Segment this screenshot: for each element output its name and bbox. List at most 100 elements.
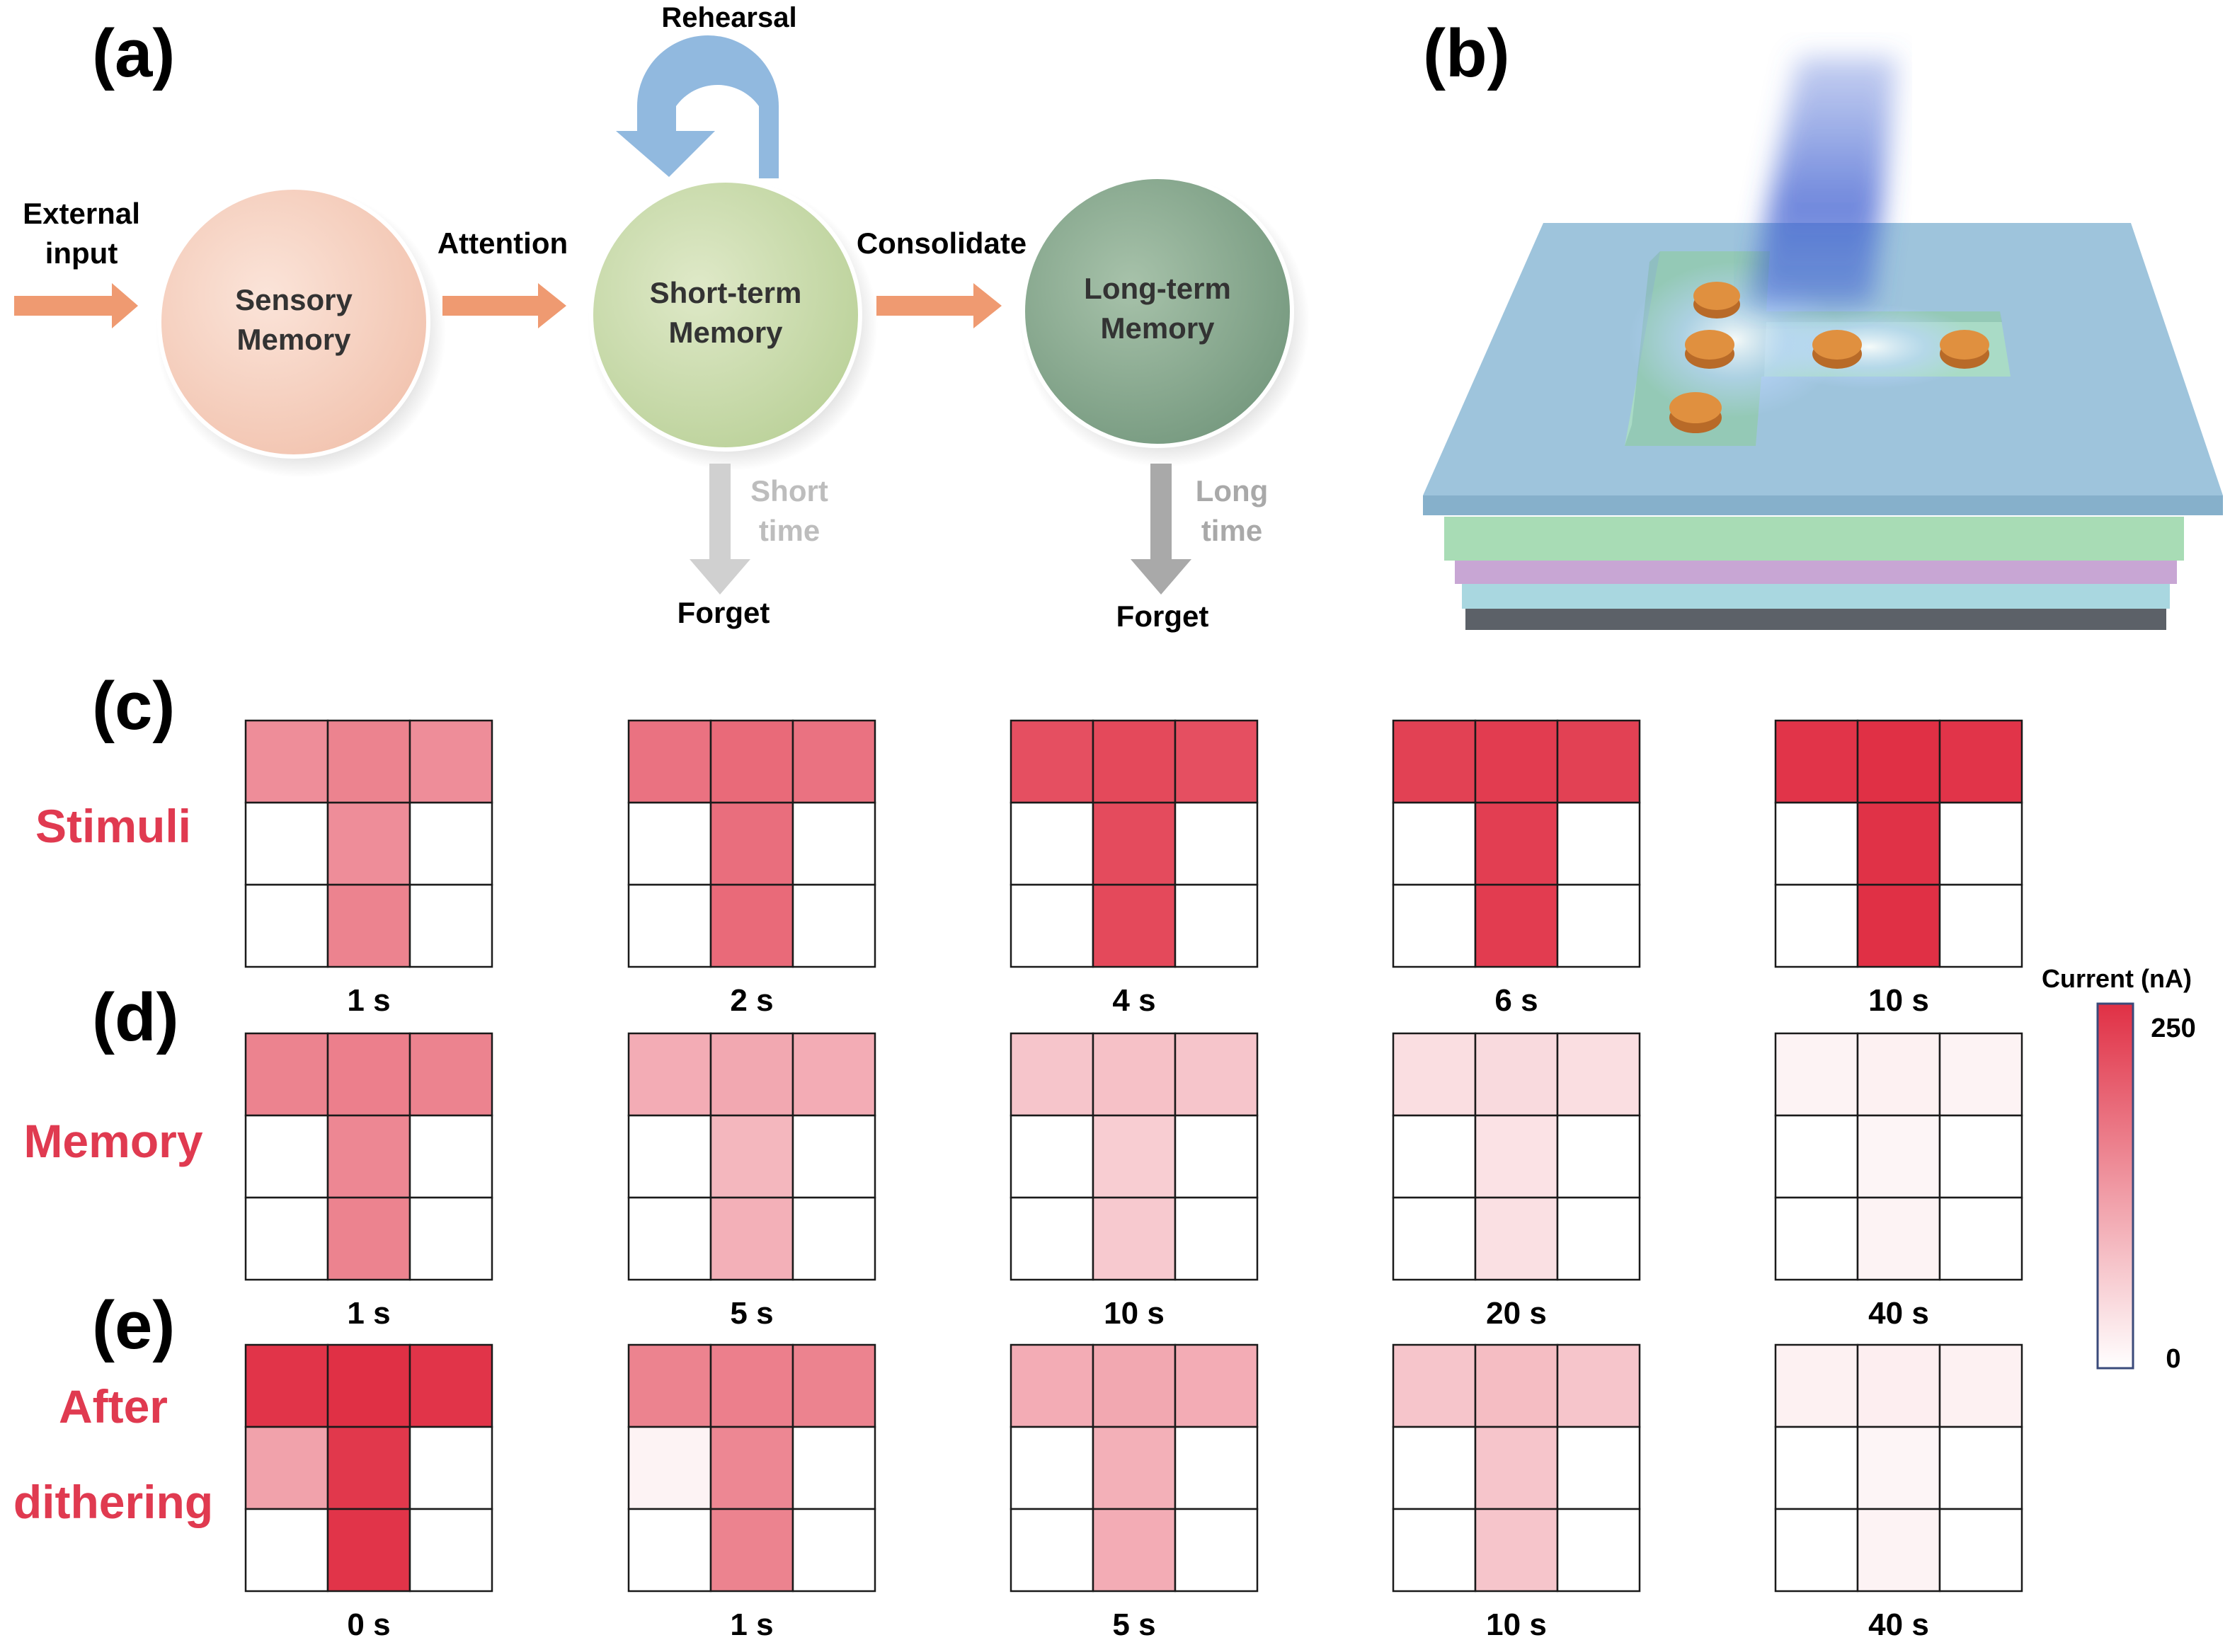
time-label: 0 s — [347, 1607, 390, 1642]
pixel-grid-r0-c0: 1 s — [244, 719, 493, 1018]
pixel-cell — [1092, 1343, 1177, 1428]
pixel-grid-r2-c1: 1 s — [627, 1343, 876, 1642]
pixel-cell — [1938, 719, 2023, 804]
top-layer-edge — [1423, 495, 2223, 515]
pixel-cell — [1010, 1343, 1094, 1428]
pixel-cell — [1010, 801, 1094, 886]
pixel-cell — [709, 1426, 794, 1510]
pixel-cell — [326, 1343, 411, 1428]
long-forget-arrow — [1131, 464, 1191, 595]
pixel-cell — [408, 883, 493, 968]
pixel-grid-r1-c3: 20 s — [1392, 1032, 1641, 1331]
consolidate-arrow — [876, 283, 1002, 328]
pixel-cell — [326, 1114, 411, 1199]
pixel-cell — [709, 1032, 794, 1117]
colorbar-max-label: 250 — [2151, 1014, 2195, 1043]
pixel-cell — [1856, 1508, 1941, 1593]
pixel-cell — [326, 801, 411, 886]
pixel-cell — [1556, 801, 1641, 886]
forget-label-long: Forget — [1116, 600, 1209, 633]
external-input-line2: input — [45, 236, 118, 270]
pixel-cell — [408, 1508, 493, 1593]
time-label: 20 s — [1486, 1296, 1547, 1331]
pixel-cell — [709, 1114, 794, 1199]
pixel-grid-r1-c2: 10 s — [1010, 1032, 1259, 1331]
external-input-line1: External — [23, 197, 140, 230]
time-label: 6 s — [1494, 983, 1538, 1018]
sensory-label-line1: Sensory — [235, 283, 353, 316]
pixel-cell — [627, 1032, 712, 1117]
pixel-cell — [1174, 1196, 1259, 1281]
pixel-cell — [1474, 719, 1559, 804]
colorbar-gradient — [2096, 1002, 2134, 1370]
colorbar-min-label: 0 — [2166, 1344, 2180, 1374]
pixel-cell — [244, 1343, 329, 1428]
pixel-cell — [244, 883, 329, 968]
pixel-grid-r2-c2: 5 s — [1010, 1343, 1259, 1642]
time-label: 5 s — [730, 1296, 773, 1331]
pixel-cell — [791, 1508, 876, 1593]
pixel-cell — [709, 883, 794, 968]
pixel-cell — [1174, 1426, 1259, 1510]
pixel-cell — [1392, 1196, 1477, 1281]
pixel-cell — [1556, 1508, 1641, 1593]
panel-label-a: (a) — [92, 16, 175, 91]
pixel-cell — [1774, 719, 1859, 804]
pixel-cell — [408, 1343, 493, 1428]
pixel-cell — [791, 801, 876, 886]
pixel-cell — [1938, 1426, 2023, 1510]
input-arrow — [14, 283, 138, 328]
pixel-cell — [244, 801, 329, 886]
colorbar-title: Current (nA) — [2042, 964, 2192, 993]
pixel-cell — [1774, 1508, 1859, 1593]
time-label: 1 s — [347, 1296, 390, 1331]
pixel-cell — [1010, 719, 1094, 804]
pixel-cell — [326, 1032, 411, 1117]
pixel-cell — [1092, 1032, 1177, 1117]
short-time-line1: Short — [750, 474, 828, 507]
pixel-cell — [244, 1508, 329, 1593]
pixel-grid-r2-c3: 10 s — [1392, 1343, 1641, 1642]
pixel-cell — [1392, 719, 1477, 804]
pixel-cell — [1938, 883, 2023, 968]
pixel-cell — [1474, 1343, 1559, 1428]
time-label: 1 s — [730, 1607, 773, 1642]
pixel-cell — [709, 801, 794, 886]
pixel-cell — [791, 1032, 876, 1117]
pixel-cell — [1856, 1114, 1941, 1199]
rehearsal-arrow — [616, 35, 779, 178]
pixel-cell — [709, 1343, 794, 1428]
time-label: 40 s — [1868, 1607, 1929, 1642]
pixel-cell — [244, 719, 329, 804]
pixel-cell — [1474, 883, 1559, 968]
pixel-cell — [1856, 1032, 1941, 1117]
pixel-cell — [627, 719, 712, 804]
pixel-cell — [1092, 1508, 1177, 1593]
pixel-cell — [1174, 801, 1259, 886]
short-term-label-line1: Short-term — [650, 276, 802, 309]
pixel-cell — [627, 1426, 712, 1510]
attention-arrow — [442, 283, 566, 328]
pixel-cell — [1092, 1196, 1177, 1281]
pixel-cell — [1474, 1114, 1559, 1199]
long-term-label-line1: Long-term — [1084, 272, 1231, 305]
pixel-cell — [326, 1426, 411, 1510]
pixel-cell — [1010, 1032, 1094, 1117]
pixel-cell — [1392, 1426, 1477, 1510]
pixel-cell — [627, 1114, 712, 1199]
pixel-cell — [1174, 1114, 1259, 1199]
pixel-cell — [1010, 1508, 1094, 1593]
pixel-cell — [627, 1343, 712, 1428]
pixel-cell — [627, 1196, 712, 1281]
pixel-cell — [1856, 1196, 1941, 1281]
time-label: 2 s — [730, 983, 773, 1018]
pixel-cell — [1474, 1508, 1559, 1593]
device-illustration — [1423, 57, 2223, 630]
pixel-cell — [1556, 883, 1641, 968]
pixel-cell — [1856, 1426, 1941, 1510]
pixel-cell — [1392, 1508, 1477, 1593]
pixel-cell — [1556, 719, 1641, 804]
